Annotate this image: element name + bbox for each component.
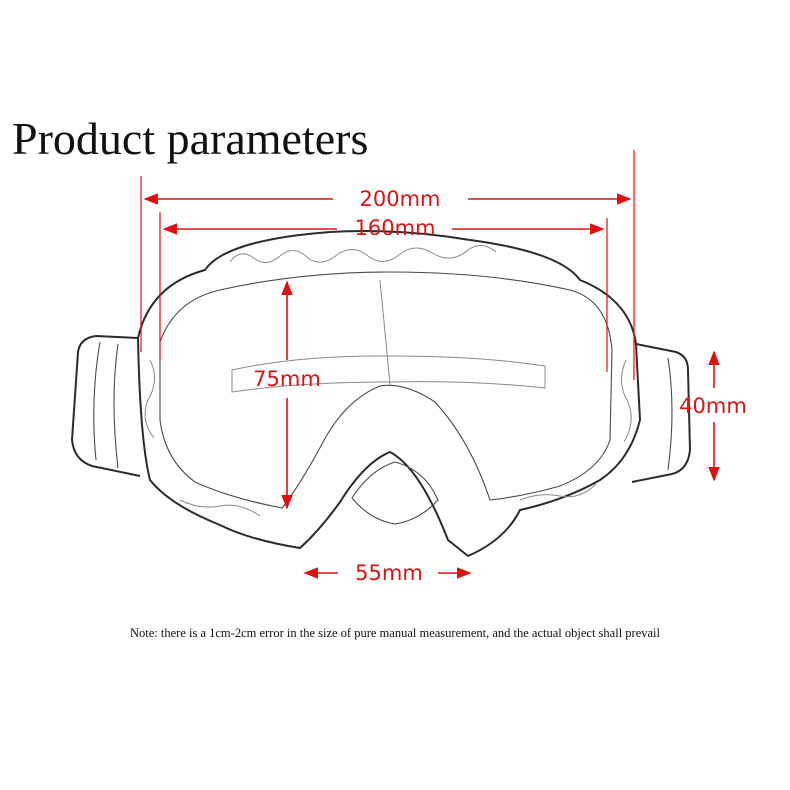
overall-width-label: 200mm <box>360 187 441 211</box>
page-title: Product parameters <box>12 113 369 164</box>
goggles-illustration <box>71 230 691 557</box>
strap-width-label: 40mm <box>679 394 747 418</box>
frame-width-label: 160mm <box>355 216 436 240</box>
nose-width-label: 55mm <box>355 561 423 585</box>
lens-height-label: 75mm <box>253 367 321 391</box>
measurement-note: Note: there is a 1cm-2cm error in the si… <box>130 626 660 640</box>
